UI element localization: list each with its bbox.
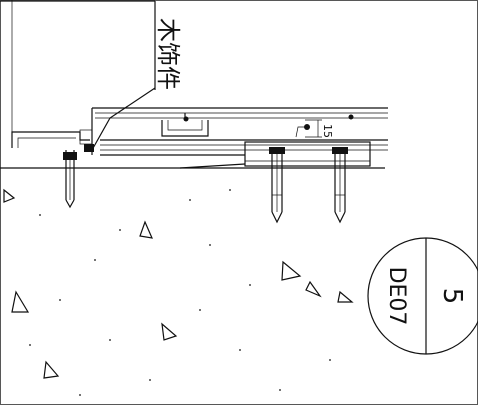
leader-line <box>91 87 156 151</box>
channel-clip <box>161 113 209 137</box>
anchor-bolt-right <box>332 147 348 224</box>
dimension-15 <box>295 119 322 138</box>
fastener-dot <box>348 114 354 120</box>
anchor-bolt-middle <box>269 147 285 224</box>
dimension-value: 15 <box>321 124 334 138</box>
concrete-dots <box>29 189 331 396</box>
detail-sheet: DE07 <box>384 267 409 326</box>
end-bracket <box>11 129 94 152</box>
fastener-dot <box>183 116 189 122</box>
steel-frame <box>91 107 388 169</box>
bottom-plate <box>244 141 371 167</box>
wall-panel <box>0 0 156 140</box>
detail-marker <box>367 237 478 355</box>
detail-number: 5 <box>437 288 467 305</box>
wood-trim-label: 木饰件 <box>154 18 182 90</box>
concrete-hatch <box>3 188 354 379</box>
anchor-bolt-left <box>63 150 77 209</box>
